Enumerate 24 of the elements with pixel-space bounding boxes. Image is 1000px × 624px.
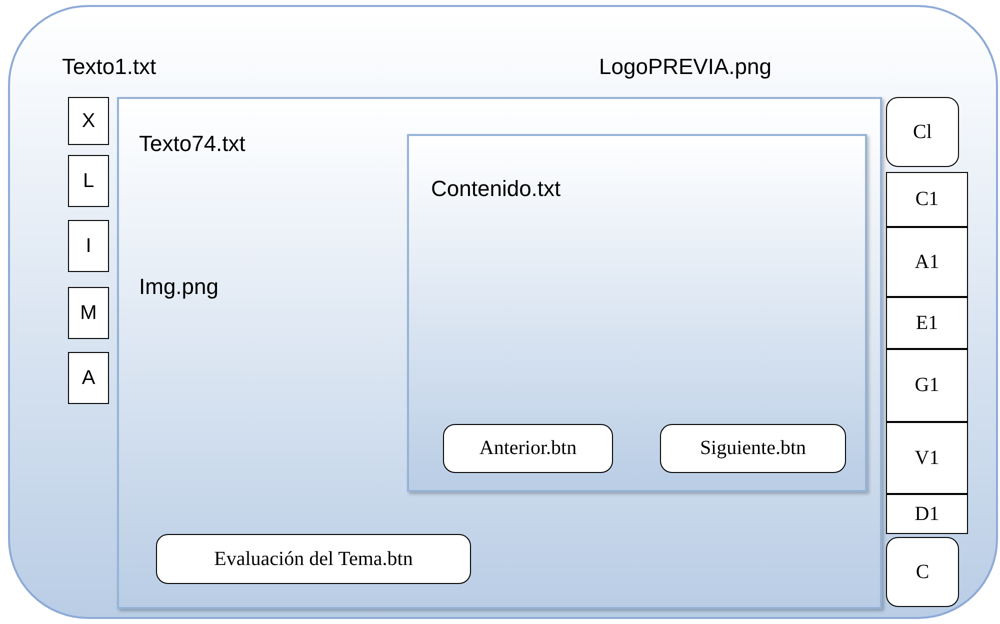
menu-key: X (68, 97, 109, 145)
file-label: Contenido.txt (431, 176, 561, 202)
window-frame (8, 5, 998, 619)
menu-key: A (68, 352, 109, 404)
content-panel (117, 97, 882, 609)
rounded-button: C (886, 537, 959, 607)
content-panel (407, 134, 867, 492)
file-label: Texto74.txt (139, 131, 246, 157)
menu-tab: A1 (886, 227, 968, 297)
menu-tab: D1 (886, 494, 968, 534)
rounded-button: Evaluación del Tema.btn (156, 534, 471, 584)
file-label: LogoPREVIA.png (599, 54, 772, 80)
menu-tab: V1 (886, 422, 968, 494)
menu-key: M (68, 287, 109, 339)
rounded-button: Siguiente.btn (660, 424, 846, 473)
menu-tab: E1 (886, 297, 968, 349)
image-label: Img.png (139, 274, 218, 300)
rounded-button: Cl (886, 97, 959, 167)
menu-key: I (68, 220, 109, 272)
menu-tab: C1 (886, 172, 968, 227)
file-label: Texto1.txt (62, 54, 156, 80)
menu-tab: G1 (886, 349, 968, 422)
menu-key: L (68, 155, 109, 207)
rounded-button: Anterior.btn (443, 424, 613, 473)
